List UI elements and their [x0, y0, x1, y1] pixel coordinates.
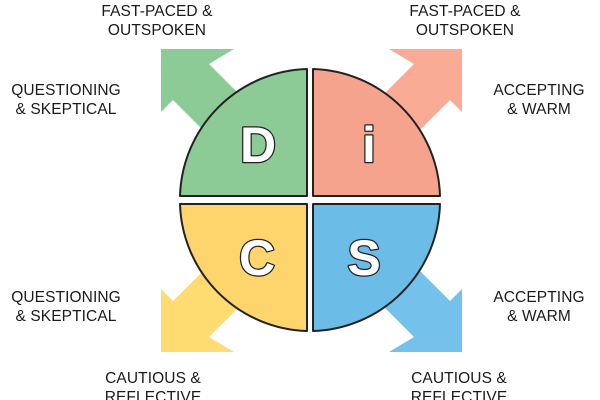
label-bottom-right: CAUTIOUS & REFLECTIVE [384, 369, 534, 400]
label-upper-right: ACCEPTING & WARM [478, 81, 600, 119]
label-upper-left-line2: & SKEPTICAL [15, 101, 117, 118]
label-lower-left-line2: & SKEPTICAL [15, 308, 117, 325]
quadrant-i-letter: i [362, 117, 376, 173]
quadrant-c-letter: C [239, 230, 275, 286]
label-top-left-line1: FAST-PACED & [101, 3, 213, 20]
label-bottom-left-line2: REFLECTIVE [104, 389, 202, 400]
label-bottom-right-line2: REFLECTIVE [410, 389, 508, 400]
quadrant-c [179, 203, 308, 332]
label-upper-right-line2: & WARM [507, 101, 571, 118]
label-bottom-left: CAUTIOUS & REFLECTIVE [78, 369, 228, 400]
label-top-left: FAST-PACED & OUTSPOKEN [82, 2, 232, 40]
quadrant-d [179, 68, 308, 197]
label-lower-left: QUESTIONING & SKEPTICAL [0, 288, 132, 326]
quadrant-i [312, 68, 441, 197]
label-upper-left: QUESTIONING & SKEPTICAL [0, 81, 132, 119]
label-top-right: FAST-PACED & OUTSPOKEN [390, 2, 540, 40]
label-bottom-left-line1: CAUTIOUS & [105, 370, 201, 387]
label-upper-right-line1: ACCEPTING [493, 82, 585, 99]
quadrant-s-letter: S [347, 230, 380, 286]
label-top-left-line2: OUTSPOKEN [107, 22, 207, 39]
quadrant-s [312, 203, 441, 332]
label-lower-right-line2: & WARM [507, 308, 571, 325]
label-bottom-right-line1: CAUTIOUS & [411, 370, 507, 387]
label-lower-right-line1: ACCEPTING [493, 289, 585, 306]
quadrant-d-letter: D [240, 117, 276, 173]
label-lower-right: ACCEPTING & WARM [478, 288, 600, 326]
label-top-right-line2: OUTSPOKEN [415, 22, 515, 39]
label-upper-left-line1: QUESTIONING [11, 82, 121, 99]
label-lower-left-line1: QUESTIONING [11, 289, 121, 306]
label-top-right-line1: FAST-PACED & [409, 3, 521, 20]
